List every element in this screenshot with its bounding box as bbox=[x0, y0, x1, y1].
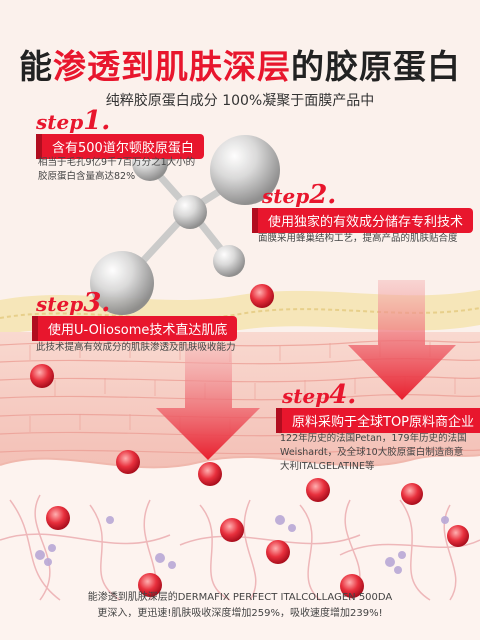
step-3-word: step bbox=[36, 292, 84, 316]
step-2-desc-line: 面膜采用蜂巢结构工艺，提高产品的肌肤贴合度 bbox=[258, 233, 458, 244]
step-3-description: 此技术提高有效成分的肌肤渗透及肌肤吸收能力 bbox=[36, 341, 236, 355]
collagen-bead-icon bbox=[30, 284, 469, 598]
step-2-number: 2. bbox=[309, 180, 337, 210]
step-3-heading: step3. bbox=[36, 288, 110, 318]
step-3-number: 3. bbox=[83, 288, 111, 318]
title-highlight: 渗透到肌肤深层 bbox=[53, 47, 291, 86]
footer-line-1: 能渗透到肌肤深层的DERMAFIX PERFECT ITALCOLLAGEN 5… bbox=[87, 592, 393, 603]
step-3-desc-line: 此技术提高有效成分的肌肤渗透及肌肤吸收能力 bbox=[36, 342, 236, 353]
page-title: 能渗透到肌肤深层的胶原蛋白 bbox=[0, 40, 480, 88]
step-1-label: 含有500道尔顿胶原蛋白 bbox=[36, 134, 204, 159]
step-1-desc-line: 相当于毛孔9亿9千7百万分之1大小的 bbox=[38, 157, 196, 168]
step-4-desc-line: 大利ITALGELATINE等 bbox=[280, 461, 375, 472]
title-suffix: 的胶原蛋白 bbox=[291, 47, 461, 86]
page-subtitle: 纯粹胶原蛋白成分 100%凝聚于面膜产品中 bbox=[105, 93, 375, 109]
down-arrow-icon bbox=[348, 280, 456, 400]
step-2-description: 面膜采用蜂巢结构工艺，提高产品的肌肤贴合度 bbox=[258, 232, 458, 246]
step-1-heading: step1. bbox=[36, 106, 110, 136]
step-1-desc-line: 胶原蛋白含量高达82% bbox=[38, 171, 136, 182]
step-1-number: 1. bbox=[83, 106, 111, 136]
step-4-description: 122年历史的法国Petan，179年历史的法国 Weishardt，及全球10… bbox=[280, 432, 467, 474]
collagen-molecule-icon bbox=[90, 135, 280, 315]
step-1-description: 相当于毛孔9亿9千7百万分之1大小的 胶原蛋白含量高达82% bbox=[38, 156, 195, 184]
step-4-number: 4. bbox=[329, 380, 357, 410]
step-4-word: step bbox=[282, 384, 330, 408]
footer-text: 能渗透到肌肤深层的DERMAFIX PERFECT ITALCOLLAGEN 5… bbox=[0, 590, 480, 622]
step-1-word: step bbox=[36, 110, 84, 134]
step-2-word: step bbox=[262, 184, 310, 208]
footer-line-2: 更深入，更迅速!肌肤吸收深度增加259%，吸收速度增加239%! bbox=[97, 608, 383, 619]
step-4-desc-line: 122年历史的法国Petan，179年历史的法国 bbox=[280, 433, 467, 444]
step-3-label: 使用U-Oliosome技术直达肌底 bbox=[31, 316, 238, 341]
step-2-heading: step2. bbox=[262, 180, 336, 210]
step-4-label: 原料采购于全球TOP原料商企业 bbox=[275, 408, 480, 433]
step-4-desc-line: Weishardt，及全球10大胶原蛋白制造商意 bbox=[280, 447, 464, 458]
title-prefix: 能 bbox=[19, 47, 53, 86]
step-2-label: 使用独家的有效成分储存专利技术 bbox=[251, 208, 474, 233]
down-arrow-icon bbox=[156, 345, 260, 460]
step-4-heading: step4. bbox=[282, 380, 356, 410]
